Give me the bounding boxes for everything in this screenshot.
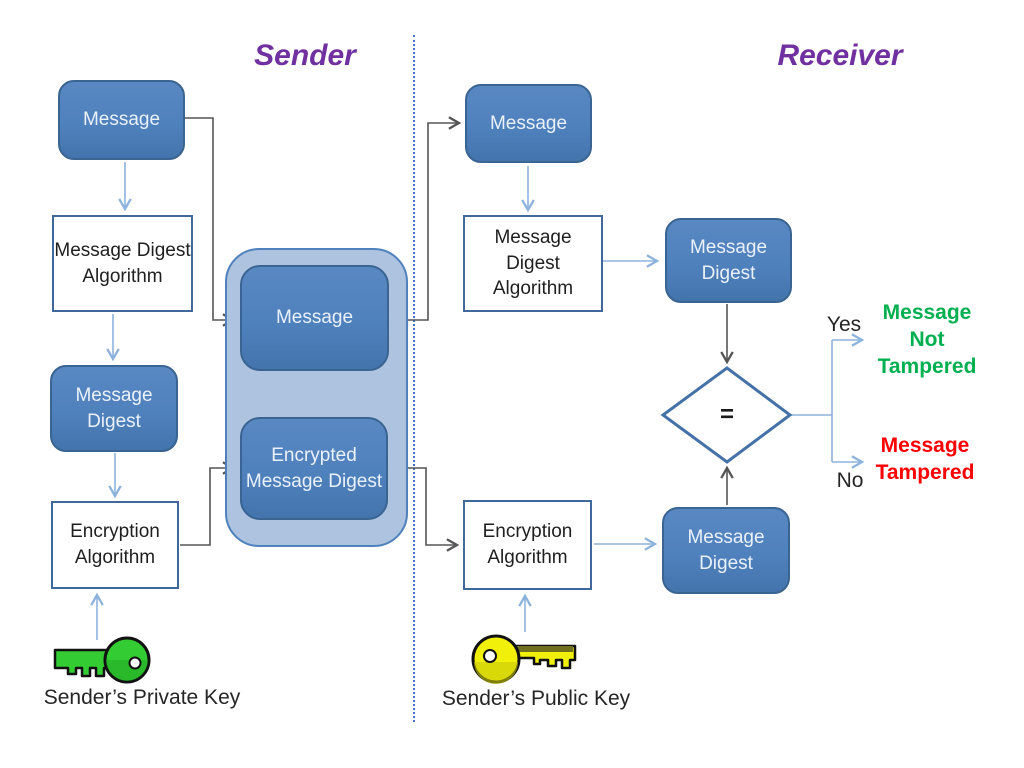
result-not-tampered: Message Not Tampered — [877, 300, 977, 378]
sender-message-digest-algorithm-box: Message Digest Algorithm — [52, 215, 193, 312]
receiver-section-title: Receiver — [777, 39, 903, 72]
dark-connectors — [180, 116, 734, 552]
equality-decision-diamond — [660, 366, 793, 464]
private-key-label: Sender’s Private Key — [43, 686, 241, 709]
receiver-encryption-algorithm-box: Encryption Algorithm — [463, 500, 592, 590]
yes-label: Yes — [826, 313, 862, 336]
sender-message-box: Message — [58, 80, 185, 160]
public-key-label: Sender’s Public Key — [441, 687, 631, 710]
result-tampered: Message Tampered — [875, 434, 975, 484]
receiver-message-digest-bottom-box: Message Digest — [662, 507, 790, 594]
transmitted-message-box: Message — [240, 265, 389, 371]
receiver-message-digest-top-box: Message Digest — [665, 218, 792, 303]
sender-receiver-divider — [413, 35, 415, 722]
sender-encryption-algorithm-box: Encryption Algorithm — [51, 501, 179, 589]
light-connectors — [90, 162, 865, 640]
equality-symbol: = — [719, 401, 734, 428]
private-key-icon — [53, 636, 151, 684]
encrypted-message-digest-box: Encrypted Message Digest — [240, 417, 388, 520]
sender-section-title: Sender — [254, 39, 356, 72]
receiver-message-digest-algorithm-box: Message Digest Algorithm — [463, 215, 603, 312]
no-label: No — [836, 469, 864, 492]
sender-message-digest-box: Message Digest — [50, 365, 178, 452]
receiver-message-box: Message — [465, 84, 592, 163]
public-key-icon — [471, 634, 577, 684]
